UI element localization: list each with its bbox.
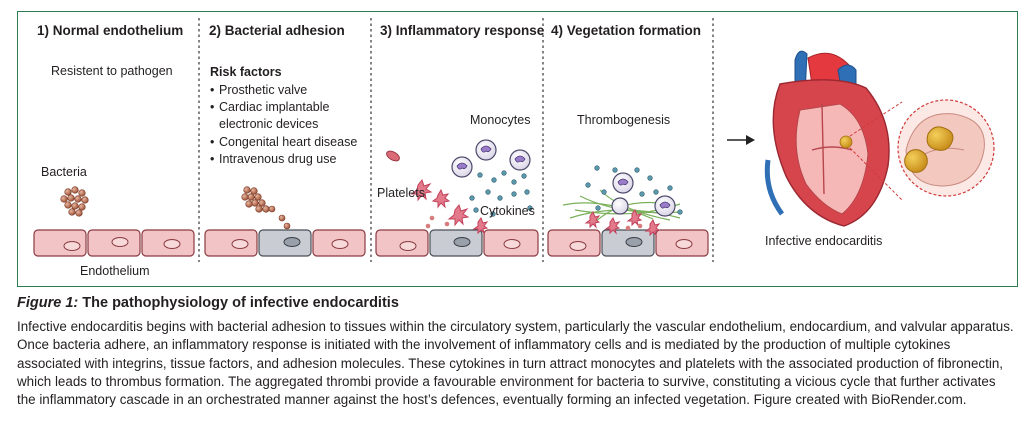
risk-factor-item: Intravenous drug use [210, 151, 357, 168]
label-bacteria: Bacteria [41, 165, 87, 179]
label-cytokines: Cytokines [480, 204, 535, 218]
endothelium-panel-3 [375, 229, 539, 257]
endothelium-panel-4 [547, 229, 709, 257]
label-endothelium: Endothelium [80, 264, 150, 278]
panel-title-inflammatory-response: 3) Inflammatory response [380, 23, 545, 38]
endothelium-panel-2 [204, 229, 366, 257]
panel-title-vegetation-formation: 4) Vegetation formation [551, 23, 702, 38]
figure-caption-body: Infective endocarditis begins with bacte… [17, 318, 1022, 409]
risk-factor-item: Cardiac implantable [210, 99, 357, 116]
label-infective-endocarditis: Infective endocarditis [765, 234, 883, 248]
risk-factor-item-continued: electronic devices [219, 117, 319, 132]
arrow-right-icon [727, 135, 755, 145]
panel-4-cells [562, 165, 683, 237]
figure-frame [17, 11, 1018, 287]
bacteria-cluster-panel-1 [60, 186, 89, 217]
risk-factors-heading: Risk factors [210, 65, 282, 79]
vegetation-zoom-inset [849, 99, 995, 201]
figure-caption-title: Figure 1: The pathophysiology of infecti… [17, 295, 399, 311]
panel-3-cells [386, 139, 533, 235]
label-thrombogenesis: Thrombogenesis [577, 113, 671, 127]
figure-title: The pathophysiology of infective endocar… [82, 295, 399, 311]
caption-line: which leads to thrombus formation. The a… [17, 373, 996, 389]
caption-line: the inflammatory cascade in an orchestra… [17, 392, 967, 408]
risk-factor-item: Prosthetic valve [210, 82, 357, 99]
caption-line: Once bacteria adhere, an inflammatory re… [17, 337, 951, 353]
risk-factors-list: Prosthetic valve Cardiac implantable ele… [210, 82, 357, 168]
caption-line: associated with integrins, tissue factor… [17, 355, 1003, 371]
label-monocytes: Monocytes [470, 113, 531, 127]
label-resistent: Resistent to pathogen [51, 64, 173, 78]
bacteria-cluster-panel-2 [241, 186, 291, 230]
cytokine-dots [469, 170, 533, 217]
caption-line: Infective endocarditis begins with bacte… [17, 319, 1014, 334]
panel-separators [198, 18, 714, 262]
label-platelets: Platelets [377, 186, 425, 200]
panel-title-bacterial-adhesion: 2) Bacterial adhesion [209, 23, 345, 38]
figure-label: Figure 1: [17, 295, 79, 311]
platelet-group [410, 178, 489, 235]
endothelium-panel-1 [33, 229, 195, 257]
panel-title-normal-endothelium: 1) Normal endothelium [37, 23, 184, 38]
risk-factor-item: Congenital heart disease [210, 134, 357, 151]
heart-illustration [764, 50, 890, 227]
